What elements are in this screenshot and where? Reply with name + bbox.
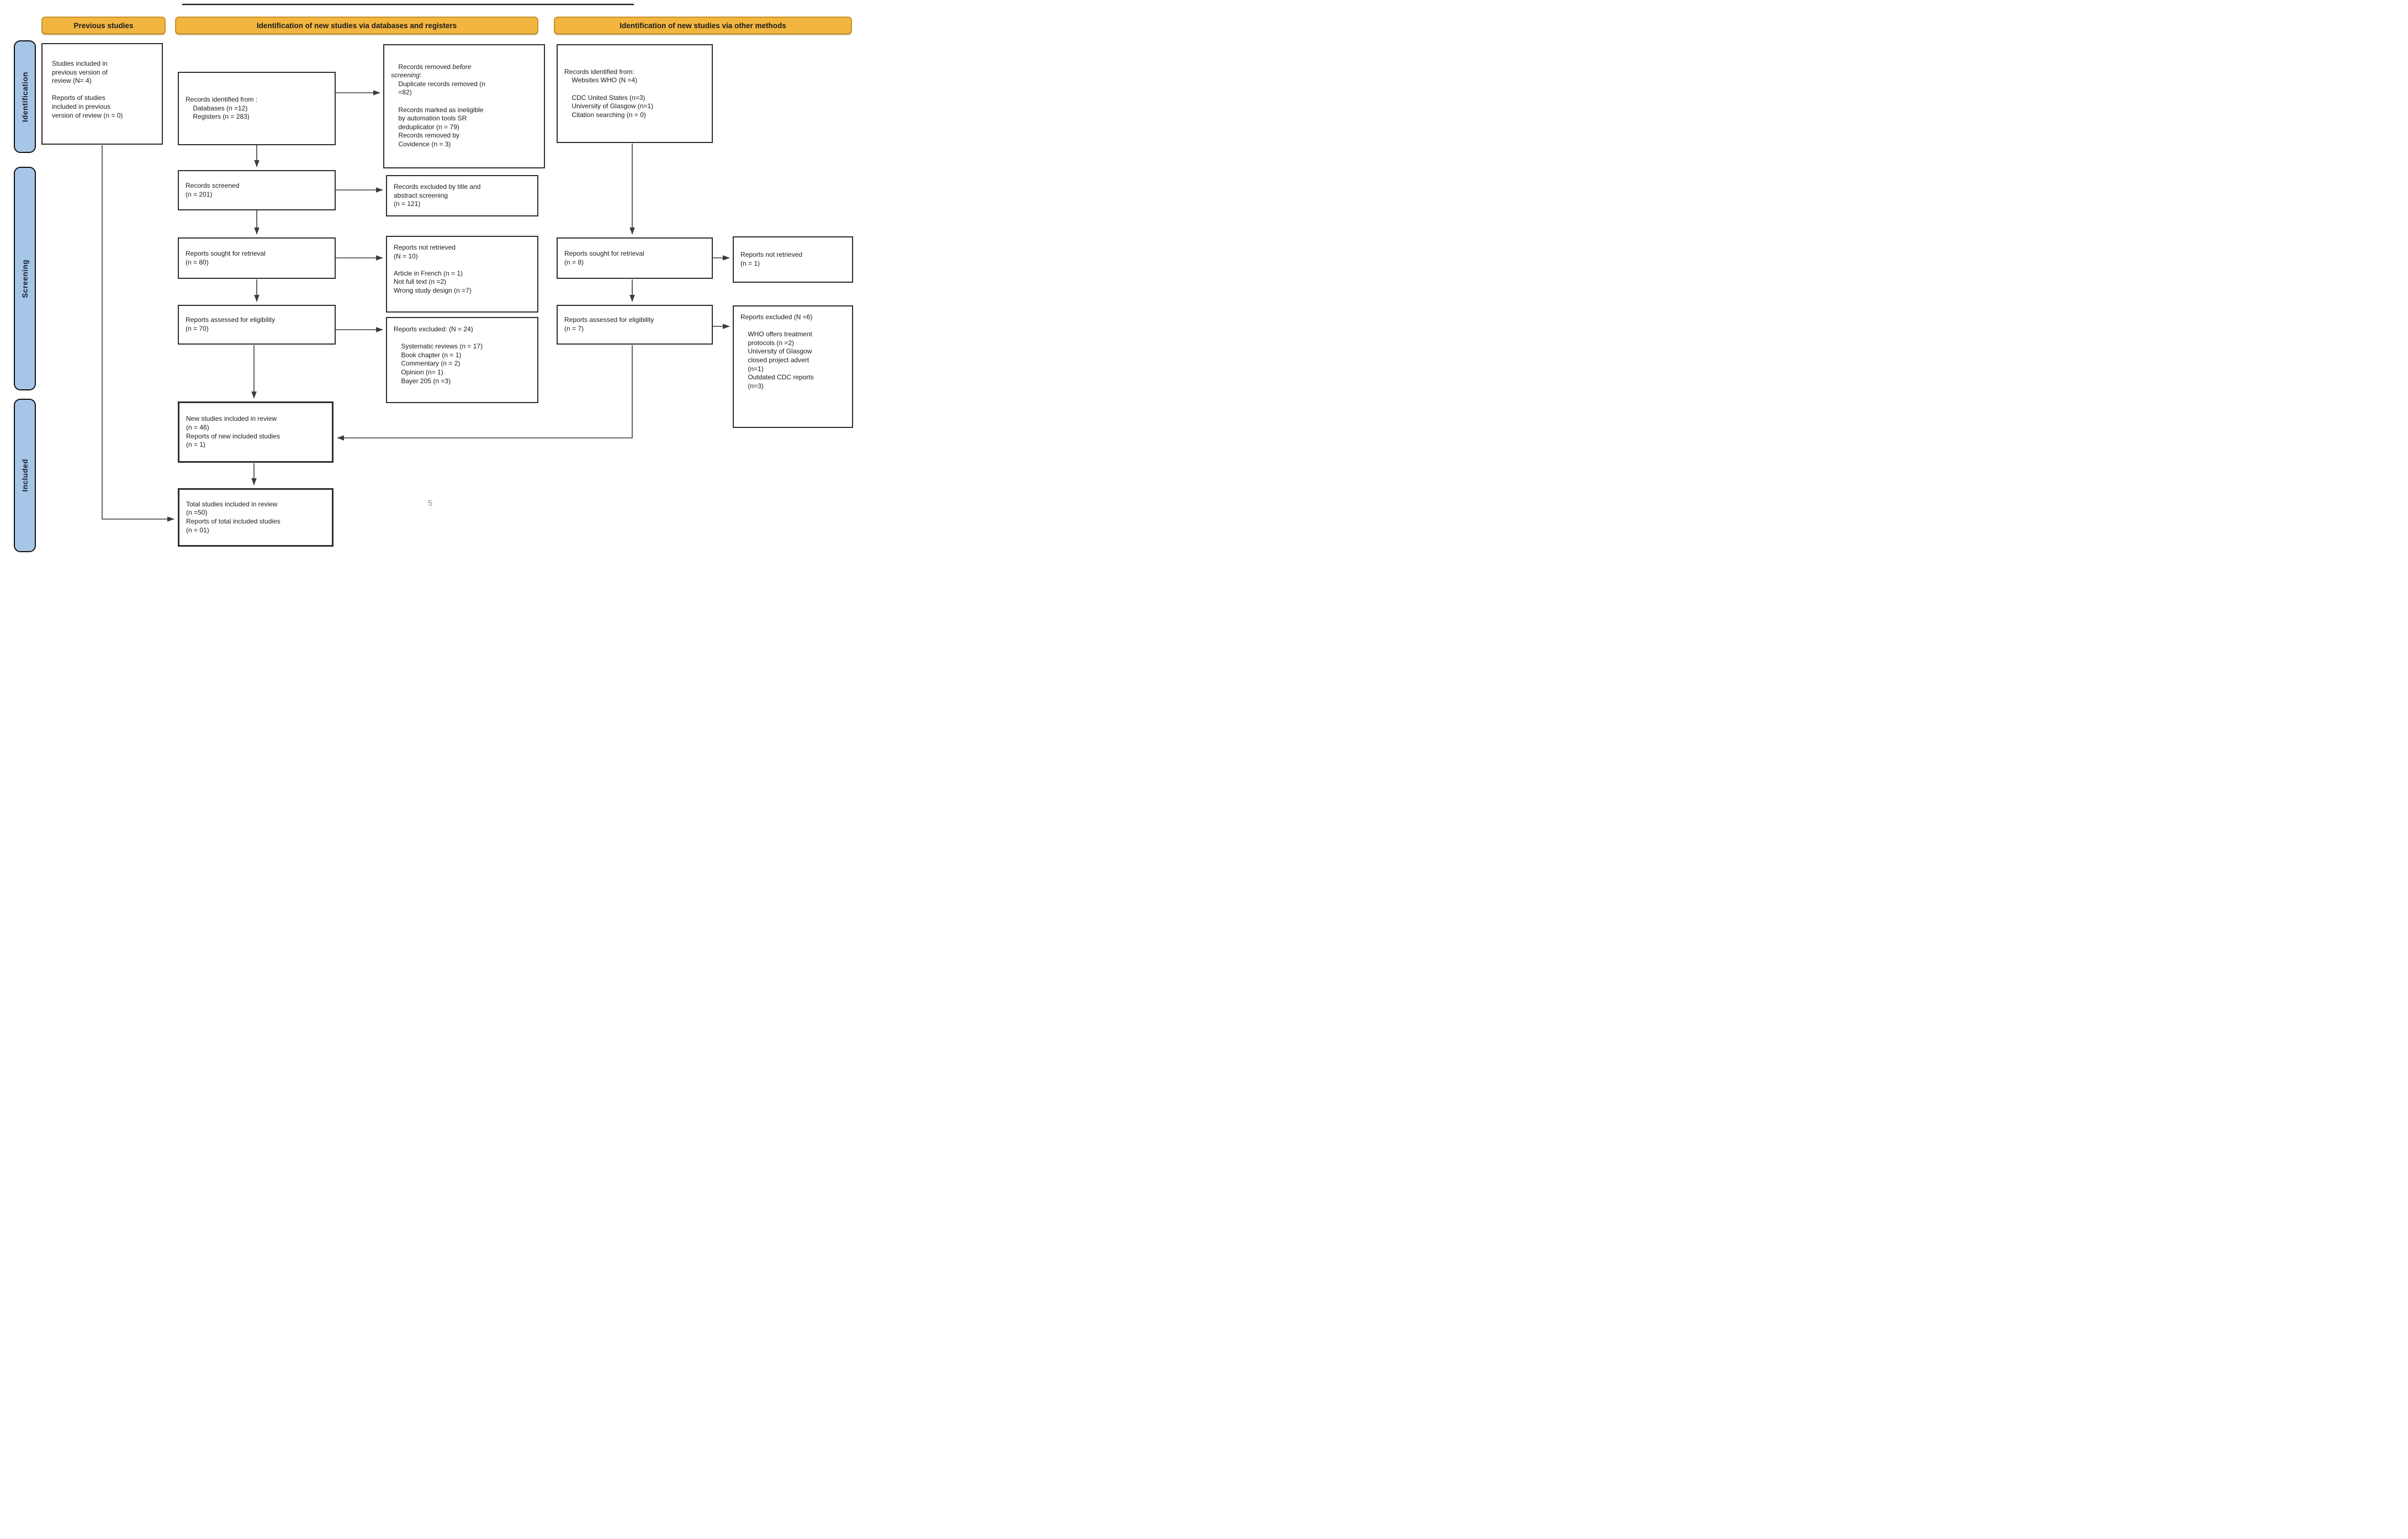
new-studies-included-box: New studies included in review (n = 46) … [178,401,334,463]
new-studies-included-text: New studies included in review (n = 46) … [186,415,281,449]
records-removed-italic: before screening [391,62,472,80]
other-reports-sought-box: Reports sought for retrieval (n = 8) [557,237,713,279]
records-removed-box: Records removed before screening: Duplic… [383,44,545,168]
other-reports-sought-text: Reports sought for retrieval (n = 8) [564,249,644,266]
stage-label-screening-text: Screening [20,259,29,298]
stage-label-included-text: Included [20,459,29,492]
prisma-flow-diagram: Previous studies Identification of new s… [0,0,866,553]
other-records-identified-box: Records identified from: Websites WHO (N… [557,44,713,143]
other-reports-assessed-box: Reports assessed for eligibility (n = 7) [557,305,713,345]
other-reports-excluded-box: Reports excluded (N =6) WHO offers treat… [733,305,853,428]
header-previous-studies: Previous studies [41,17,166,34]
records-screened-text: Records screened (n = 201) [186,181,240,198]
reports-excluded-box: Reports excluded: (N = 24) Systematic re… [386,317,538,403]
page-number: 5 [428,499,433,508]
other-records-identified-text: Records identified from: Websites WHO (N… [564,67,654,119]
stage-label-identification-text: Identification [20,71,29,122]
records-excluded-text: Records excluded by title and abstract s… [394,183,481,208]
reports-sought-box: Reports sought for retrieval (n = 80) [178,237,336,279]
reports-assessed-text: Reports assessed for eligibility (n = 70… [186,316,276,332]
stage-label-included: Included [14,399,36,552]
stage-label-screening: Screening [14,167,36,390]
records-removed-suffix: : [420,71,422,80]
total-studies-included-text: Total studies included in review (n =50)… [186,500,281,534]
header-databases-registers: Identification of new studies via databa… [175,17,538,34]
other-reports-not-retrieved-box: Reports not retrieved (n = 1) [733,236,853,283]
reports-not-retrieved-box: Reports not retrieved (N = 10) Article i… [386,236,538,313]
reports-sought-text: Reports sought for retrieval (n = 80) [186,249,266,266]
other-reports-not-retrieved-text: Reports not retrieved (n = 1) [740,251,803,267]
records-identified-text: Records identified from : Databases (n =… [186,96,258,121]
reports-assessed-box: Reports assessed for eligibility (n = 70… [178,305,336,345]
records-removed-items: Duplicate records removed (n =82) Record… [398,80,485,148]
other-reports-assessed-text: Reports assessed for eligibility (n = 7) [564,316,654,332]
records-removed-prefix: Records removed [398,62,453,71]
records-excluded-box: Records excluded by title and abstract s… [386,175,538,216]
records-identified-box: Records identified from : Databases (n =… [178,72,336,145]
header-other-methods: Identification of new studies via other … [554,17,852,34]
records-screened-box: Records screened (n = 201) [178,170,336,210]
previous-studies-box: Studies included in previous version of … [41,43,163,145]
total-studies-included-box: Total studies included in review (n =50)… [178,488,334,547]
stage-label-identification: Identification [14,40,36,153]
